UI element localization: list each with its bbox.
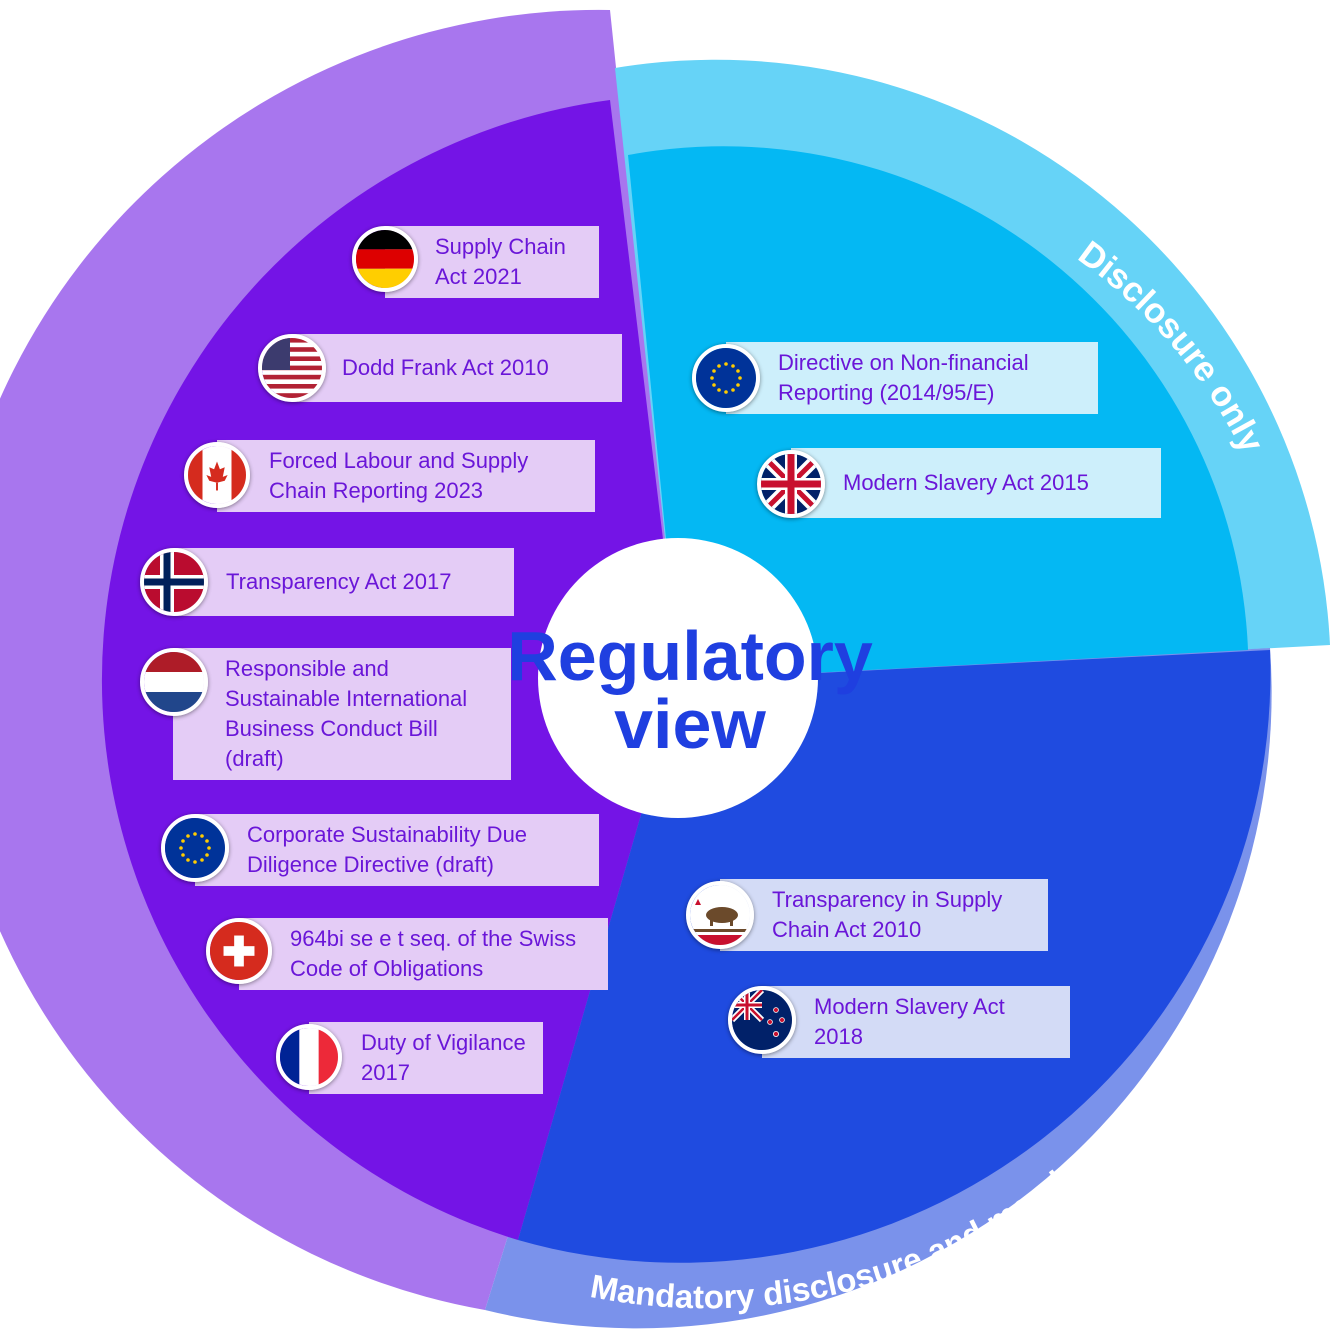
eu-flag-icon	[161, 814, 229, 882]
france-flag-icon	[276, 1024, 342, 1090]
usa-flag-icon	[258, 334, 326, 402]
uk-flag-icon	[757, 450, 825, 518]
uk-item-label: Modern Slavery Act 2015	[791, 448, 1161, 518]
list-item-norway: Transparency Act 2017	[140, 548, 514, 616]
list-item-uk: Modern Slavery Act 2015	[757, 448, 1161, 518]
norway-flag-icon	[140, 548, 208, 616]
switzerland-flag-icon	[206, 918, 272, 984]
germany-item-label: Supply Chain Act 2021	[385, 226, 599, 298]
list-item-canada: Forced Labour and Supply Chain Reporting…	[184, 440, 595, 512]
norway-item-label: Transparency Act 2017	[174, 548, 514, 616]
list-item-germany: Supply Chain Act 2021	[352, 226, 599, 298]
germany-flag-icon	[352, 226, 418, 292]
new-zealand-item-label: Modern Slavery Act 2018	[762, 986, 1070, 1058]
list-item-eu-nfrd: Directive on Non-financial Reporting (20…	[692, 342, 1098, 414]
france-item-label: Duty of Vigilance 2017	[309, 1022, 543, 1094]
new-zealand-flag-icon	[728, 986, 796, 1054]
center-title-line2: view	[614, 685, 766, 763]
list-item-california: Transparency in Supply Chain Act 2010	[686, 879, 1048, 951]
center-title-line1: Regulatory	[507, 617, 873, 695]
canada-flag-icon	[184, 442, 250, 508]
list-item-netherlands: Responsible and Sustainable Internationa…	[140, 648, 511, 780]
canada-item-label: Forced Labour and Supply Chain Reporting…	[217, 440, 595, 512]
netherlands-flag-icon	[140, 648, 208, 716]
california-item-label: Transparency in Supply Chain Act 2010	[720, 879, 1048, 951]
list-item-new-zealand: Modern Slavery Act 2018	[728, 986, 1070, 1058]
center-circle	[538, 538, 818, 818]
eu-nfrd-item-label: Directive on Non-financial Reporting (20…	[726, 342, 1098, 414]
california-flag-icon	[686, 881, 754, 949]
list-item-usa: Dodd Frank Act 2010	[258, 334, 622, 402]
list-item-france: Duty of Vigilance 2017	[276, 1022, 543, 1094]
list-item-switzerland: 964bi se e t seq. of the Swiss Code of O…	[206, 918, 608, 990]
list-item-eu-csddd: Corporate Sustainability Due Diligence D…	[161, 814, 599, 886]
netherlands-item-label: Responsible and Sustainable Internationa…	[173, 648, 511, 780]
usa-item-label: Dodd Frank Act 2010	[292, 334, 622, 402]
eu-csddd-item-label: Corporate Sustainability Due Diligence D…	[195, 814, 599, 886]
switzerland-item-label: 964bi se e t seq. of the Swiss Code of O…	[239, 918, 608, 990]
eu-flag-icon	[692, 344, 760, 412]
